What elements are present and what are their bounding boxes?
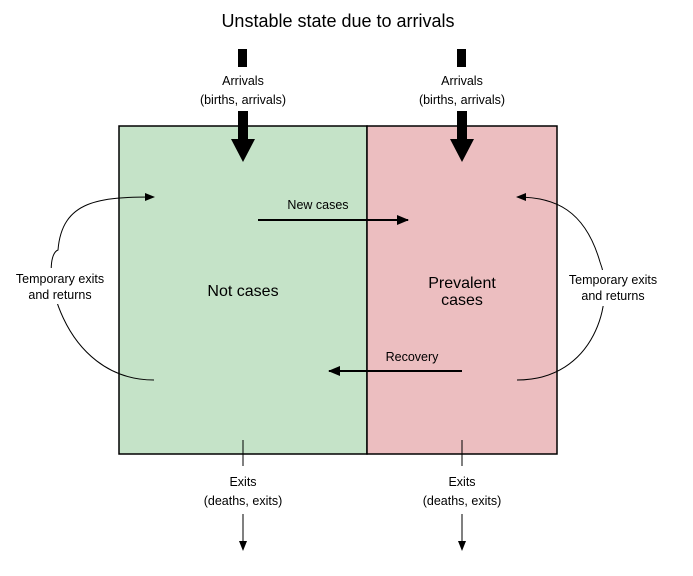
arrivals-left-bar xyxy=(238,49,247,67)
temporary-exits-left-label-bg xyxy=(14,268,106,304)
arrivals-left-arrow xyxy=(231,111,255,162)
recovery-label: Recovery xyxy=(386,350,440,364)
temporary-exits-left-sublabel: and returns xyxy=(28,288,91,302)
not-cases-label: Not cases xyxy=(207,283,278,300)
exits-left-label: Exits xyxy=(229,475,256,489)
arrivals-left-sublabel: (births, arrivals) xyxy=(200,93,286,107)
temporary-exits-right-sublabel: and returns xyxy=(581,289,644,303)
temporary-exits-right-label-bg xyxy=(562,270,660,306)
arrivals-right-sublabel: (births, arrivals) xyxy=(419,93,505,107)
new-cases-label: New cases xyxy=(287,198,348,212)
exits-left-sublabel: (deaths, exits) xyxy=(204,494,283,508)
not-cases-box xyxy=(118,125,368,455)
arrivals-right-arrow xyxy=(450,111,474,162)
exits-right-sublabel: (deaths, exits) xyxy=(423,494,502,508)
temporary-exits-right-label: Temporary exits xyxy=(569,273,657,287)
arrivals-left-label: Arrivals xyxy=(222,74,264,88)
diagram-title: Unstable state due to arrivals xyxy=(221,11,454,31)
temporary-exits-left-curve xyxy=(50,193,155,381)
prevalent-cases-label-line2: cases xyxy=(441,292,483,309)
arrivals-right-label: Arrivals xyxy=(441,74,483,88)
temporary-exits-left-label: Temporary exits xyxy=(16,272,104,286)
exits-right-label: Exits xyxy=(448,475,475,489)
arrivals-right-bar xyxy=(457,49,466,67)
temporary-exits-right-curve xyxy=(516,193,606,381)
prevalent-cases-box xyxy=(366,125,558,455)
prevalent-cases-label-line1: Prevalent xyxy=(428,275,496,292)
